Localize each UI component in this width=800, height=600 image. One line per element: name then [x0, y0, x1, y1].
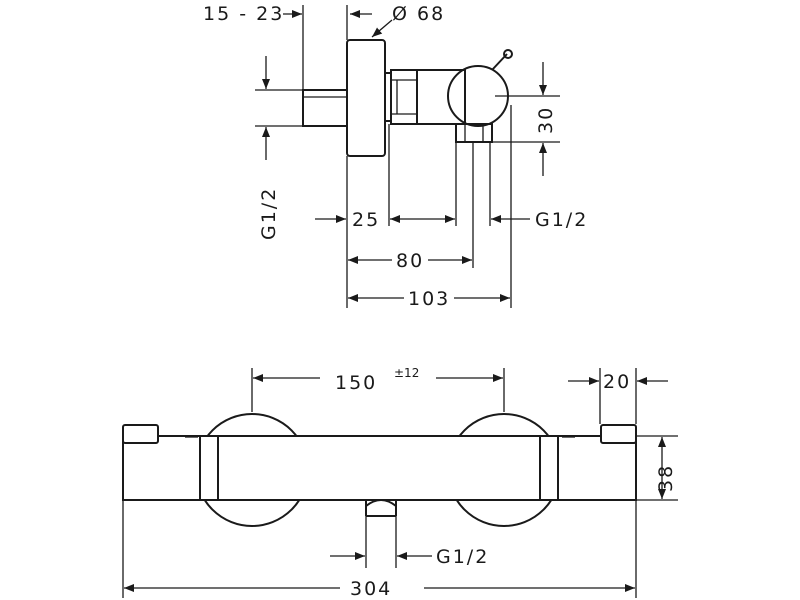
dim-depth-25: 25: [352, 209, 380, 231]
thermostat-bar: [122, 435, 637, 501]
side-view: 15 - 23 Ø 68 G1/2 30 25 G1/2 80 103: [203, 3, 588, 310]
outlet-nut: [455, 123, 493, 143]
dim-overall-length: 304: [350, 578, 392, 600]
right-end-cap: [600, 424, 637, 444]
dim-depth-103: 103: [408, 288, 450, 310]
escutcheon-plate: [346, 39, 386, 157]
dim-center-distance: 150: [335, 372, 377, 394]
dim-inlet-thread-left: G1/2: [258, 187, 280, 240]
dim-depth-80: 80: [396, 250, 424, 272]
outlet-spout: [365, 499, 397, 509]
dim-outlet-thread-bottom: G1/2: [436, 546, 489, 568]
valve-body: [416, 69, 466, 125]
front-view: 150 ±12 20 38 G1/2 304: [122, 366, 678, 600]
dim-end-width: 20: [603, 371, 631, 393]
left-end-cap: [122, 424, 159, 444]
dim-connector-height: 30: [535, 106, 557, 134]
dim-diameter: Ø 68: [392, 3, 445, 25]
dim-outlet-thread-top: G1/2: [535, 209, 588, 231]
dim-inlet-offset: 15 - 23: [203, 3, 284, 25]
inlet-nipple: [302, 89, 348, 127]
dim-body-height: 38: [655, 464, 677, 492]
dim-center-tolerance: ±12: [394, 366, 419, 380]
